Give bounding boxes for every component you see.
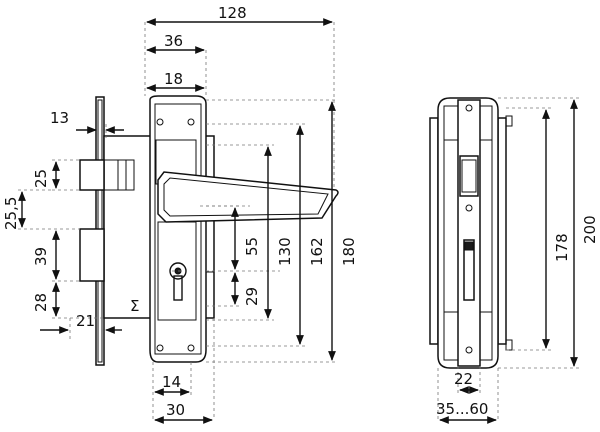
dim-backset: 13	[50, 109, 124, 138]
dim-center-distance: 130	[206, 144, 294, 321]
side-faceplate	[457, 99, 481, 367]
dim-plate-width: 36	[146, 32, 207, 96]
svg-text:22: 22	[454, 370, 473, 388]
front-view: Σ	[79, 95, 339, 366]
latch-bolt-inner	[103, 159, 135, 191]
dim-faceplate-depth: 21	[40, 312, 122, 340]
dim-latch-offset: 25,5	[2, 189, 80, 230]
svg-text:35...60: 35...60	[436, 400, 488, 418]
dim-handle-neck: 14	[152, 318, 215, 420]
svg-text:36: 36	[164, 32, 183, 50]
svg-text:128: 128	[218, 4, 247, 22]
svg-text:18: 18	[164, 70, 183, 88]
svg-text:180: 180	[340, 237, 358, 266]
svg-text:178: 178	[553, 233, 571, 262]
dim-plate-base-width: 30	[154, 401, 213, 424]
dim-handle-length: 180	[206, 99, 358, 363]
dim-door-thickness: 35...60	[436, 368, 499, 424]
dim-key-center: 29	[206, 272, 261, 307]
svg-text:130: 130	[276, 237, 294, 266]
dim-side-height: 200	[498, 97, 599, 369]
svg-text:29: 29	[243, 287, 261, 306]
svg-text:28: 28	[32, 293, 50, 312]
dim-spindle-width: 22	[454, 366, 481, 396]
svg-text:55: 55	[243, 237, 261, 256]
svg-text:39: 39	[32, 247, 50, 266]
svg-text:200: 200	[581, 215, 599, 244]
svg-text:30: 30	[166, 401, 185, 419]
dim-bolt-height: 39	[32, 230, 80, 282]
svg-text:25: 25	[32, 169, 50, 188]
dim-latch-height: 25	[32, 159, 80, 191]
dead-bolt	[79, 228, 105, 282]
svg-text:13: 13	[50, 109, 69, 127]
dim-plate-length: 162	[206, 123, 326, 347]
svg-text:25,5: 25,5	[2, 197, 20, 230]
handle-plate	[149, 95, 207, 363]
svg-text:14: 14	[162, 373, 181, 391]
dim-bolt-offset: 28	[32, 282, 104, 319]
svg-text:21: 21	[76, 312, 95, 330]
svg-text:162: 162	[308, 237, 326, 266]
gear-mark: Σ	[130, 297, 139, 315]
dim-handle-width: 18	[146, 70, 205, 92]
dim-side-length: 178	[506, 107, 571, 351]
side-view	[429, 97, 513, 369]
latch-bolt	[79, 159, 105, 191]
